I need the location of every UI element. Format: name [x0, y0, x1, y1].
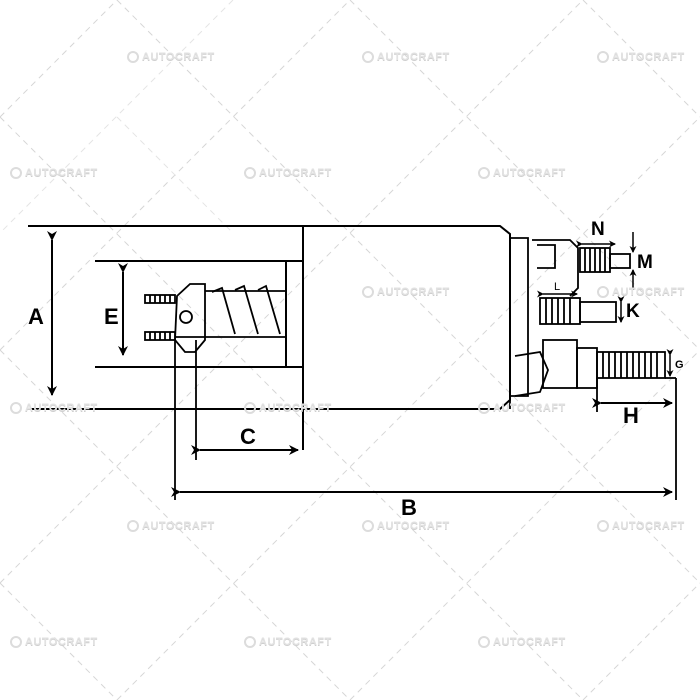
dim-label-L: L — [554, 281, 561, 293]
dim-label-C: C — [240, 424, 256, 449]
dim-label-A: A — [28, 304, 44, 329]
dim-label-B: B — [401, 495, 417, 520]
solenoid-outline — [28, 225, 511, 450]
plunger-spring — [144, 283, 286, 500]
dim-label-K: K — [626, 301, 640, 322]
terminal-end — [509, 237, 677, 500]
dim-label-G: G — [675, 359, 684, 371]
dim-label-M: M — [637, 252, 653, 273]
dimension-arrows — [47, 231, 674, 497]
dim-label-E: E — [104, 304, 119, 329]
dim-label-H: H — [623, 403, 639, 428]
dim-label-N: N — [591, 219, 605, 240]
